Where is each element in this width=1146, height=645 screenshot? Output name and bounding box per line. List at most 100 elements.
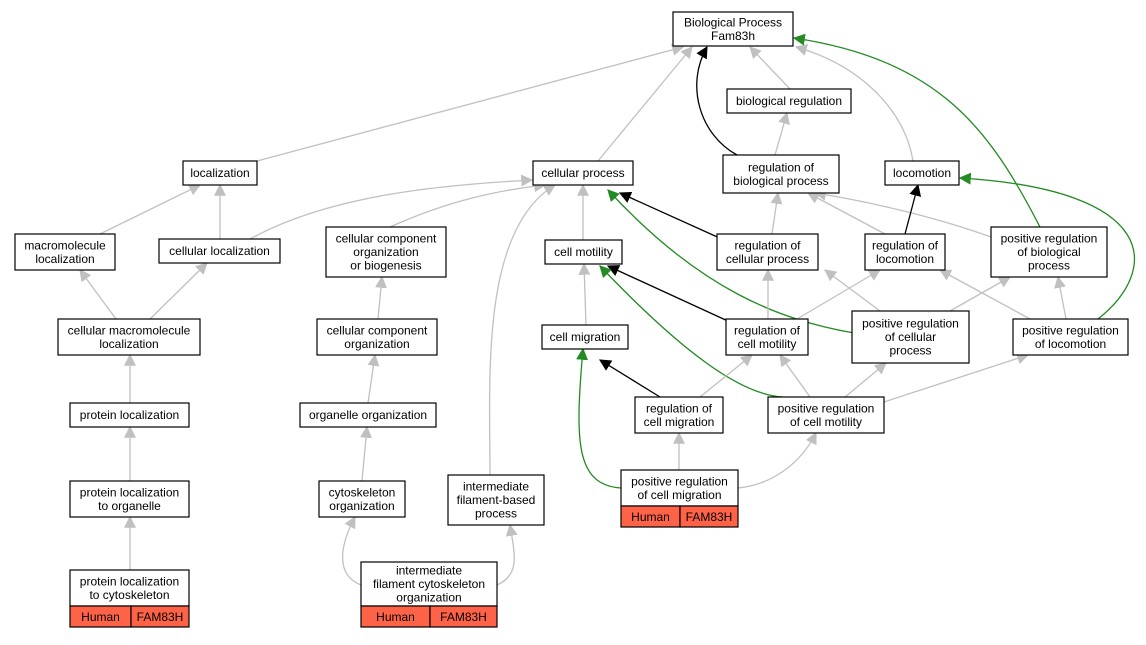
node-cellproc[interactable]: cellular process xyxy=(532,160,634,186)
node-label-line: regulation of xyxy=(734,323,801,337)
node-label-line: cellular process xyxy=(726,252,809,266)
node-label-line: organization xyxy=(329,499,394,513)
node-label-line: process xyxy=(889,344,931,358)
edge-regbp-is_a-breg xyxy=(774,111,790,156)
annotation-species: Human xyxy=(631,510,670,524)
node-label-line: protein localization xyxy=(80,574,179,588)
node-cellmig[interactable]: cell migration xyxy=(541,324,629,350)
node-label-line: organization xyxy=(344,337,409,351)
edge-ifco-is_a-cytoorg xyxy=(341,515,362,586)
annotation-species: Human xyxy=(376,610,415,624)
edge-cmacroloc-is_a-cellloc xyxy=(149,262,208,320)
edge-reglocom-regulates-locom xyxy=(904,183,922,235)
node-box xyxy=(69,480,190,518)
edge-posreglocom-is_a-reglocom xyxy=(938,269,1031,320)
edge-regcp-is_a-regbp xyxy=(770,191,783,235)
annotation-gene: FAM83H xyxy=(440,610,487,624)
node-locom[interactable]: locomotion xyxy=(884,160,960,186)
node-box xyxy=(360,561,498,607)
edge-orgorg-is_a-cco xyxy=(367,353,380,404)
node-box xyxy=(182,160,258,186)
node-cellmot[interactable]: cell motility xyxy=(544,239,623,265)
node-orgorg[interactable]: organelle organization xyxy=(299,402,437,428)
edge-posregcellmot-is_a-regcellmot xyxy=(779,354,811,398)
node-box xyxy=(864,233,946,271)
edge-posregcellmot-is_a-posreglocom xyxy=(883,352,1030,403)
node-box xyxy=(722,154,840,194)
edge-posregcp-is_a-posregbp xyxy=(949,276,1012,312)
node-box xyxy=(716,233,819,271)
node-label-line: positive regulation xyxy=(1022,323,1119,337)
node-label-line: organelle organization xyxy=(309,408,427,422)
edge-posregcp-positively_regulates-cellproc xyxy=(607,189,855,334)
edge-posregcp-is_a-regcp xyxy=(824,269,881,312)
node-label-line: positive regulation xyxy=(1001,232,1098,246)
annotation-species: Human xyxy=(81,610,120,624)
edge-loc-is_a-bp xyxy=(256,43,685,162)
edge-layer xyxy=(79,33,1136,586)
annotation-gene: FAM83H xyxy=(137,610,184,624)
node-label-line: Fam83h xyxy=(711,29,755,43)
node-loc[interactable]: localization xyxy=(182,160,258,186)
node-label-line: cellular process xyxy=(541,166,624,180)
node-breg[interactable]: biological regulation xyxy=(726,88,852,114)
node-label-line: positive regulation xyxy=(631,474,728,488)
node-label-line: biological process xyxy=(733,174,828,188)
node-label-line: filament cytoskeleton xyxy=(373,577,485,591)
node-box xyxy=(325,226,447,278)
node-cellloc[interactable]: cellular localization xyxy=(158,238,281,264)
edge-cytoorg-is_a-orgorg xyxy=(360,425,372,482)
node-box xyxy=(725,318,809,356)
edge-ifbp-is_a-cellproc xyxy=(488,184,557,476)
edge-regbp-regulates-bp xyxy=(696,45,738,156)
annotation-gene-cell xyxy=(679,505,739,528)
node-box xyxy=(318,480,406,518)
node-label-line: regulation of xyxy=(734,238,801,252)
edge-posregcellmig-is_a-posregcellmot xyxy=(737,431,817,489)
node-label-line: positive regulation xyxy=(862,317,959,331)
node-box xyxy=(990,226,1108,278)
node-label-line: positive regulation xyxy=(778,401,875,415)
annotation-row: Human FAM83H xyxy=(360,605,498,628)
node-label-line: regulation of xyxy=(872,238,939,252)
node-protloc[interactable]: protein localization xyxy=(69,402,190,428)
edge-posreglocom-is_a-posregbp xyxy=(1054,275,1067,320)
node-label-line: locomotion xyxy=(876,252,934,266)
node-box xyxy=(634,396,724,434)
node-box xyxy=(14,233,116,271)
edge-macroloc-is_a-loc xyxy=(99,184,202,235)
node-label-line: organization xyxy=(353,245,418,259)
edge-cco-is_a-ccob xyxy=(375,275,387,320)
annotation-gene-cell xyxy=(429,605,498,628)
node-label-line: localization xyxy=(190,166,249,180)
edge-regcellmig-regulates-cellmig xyxy=(598,359,661,398)
node-label-line: intermediate xyxy=(396,564,462,578)
edge-ifco-is_a-ifbp xyxy=(496,523,518,586)
node-box xyxy=(158,238,281,264)
node-label-line: cytoskeleton xyxy=(329,485,396,499)
node-label-line: of biological xyxy=(1017,245,1080,259)
annotation-gene-cell xyxy=(130,605,190,628)
